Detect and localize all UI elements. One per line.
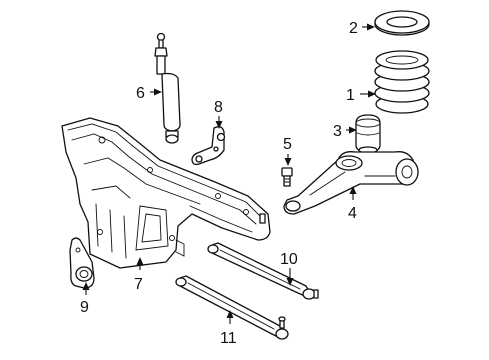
callout-leaders — [82, 23, 376, 324]
callout-1: 1 — [346, 87, 355, 104]
callout-8: 8 — [214, 99, 223, 116]
part-bolt — [281, 167, 293, 187]
callout-10: 10 — [280, 251, 298, 268]
callout-2: 2 — [349, 20, 358, 37]
callout-11: 11 — [220, 330, 237, 347]
part-coil-spring — [374, 50, 430, 114]
part-rear-subframe — [61, 117, 271, 269]
callout-4: 4 — [348, 205, 357, 222]
part-lower-control-arm — [283, 151, 419, 215]
part-shock-absorber — [154, 32, 181, 144]
part-mount-bracket — [69, 237, 95, 289]
part-bracket — [191, 126, 226, 166]
callout-9: 9 — [80, 299, 89, 316]
part-lower-lateral-link — [175, 275, 289, 340]
part-spring-insulator — [374, 10, 430, 36]
part-upper-lateral-link — [207, 242, 319, 300]
callout-3: 3 — [333, 123, 342, 140]
callout-labels: 1 2 3 4 5 6 7 8 9 10 11 — [80, 20, 358, 347]
callout-6: 6 — [136, 85, 145, 102]
part-jounce-bumper — [355, 114, 381, 154]
callout-5: 5 — [283, 136, 292, 153]
callout-7: 7 — [134, 276, 143, 293]
